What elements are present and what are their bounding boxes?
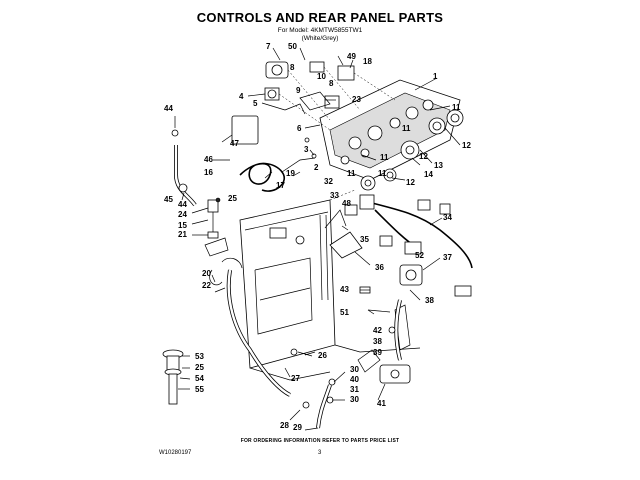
callout-38-b: 38 xyxy=(373,337,382,346)
callout-42: 42 xyxy=(373,326,382,335)
callout-11-b: 11 xyxy=(402,124,411,133)
color-line: (White/Grey) xyxy=(301,35,339,42)
callout-14: 14 xyxy=(424,170,433,179)
callout-48: 48 xyxy=(342,199,351,208)
callout-52: 52 xyxy=(415,251,424,260)
callout-5: 5 xyxy=(253,99,258,108)
callout-38-a: 38 xyxy=(425,296,434,305)
callout-16: 16 xyxy=(204,168,213,177)
rear-panel xyxy=(239,189,421,381)
page-title: CONTROLS AND REAR PANEL PARTS xyxy=(196,10,444,25)
callout-44-a: 44 xyxy=(164,104,173,113)
callout-18: 18 xyxy=(363,57,372,66)
callout-11-a: 11 xyxy=(452,103,461,112)
callout-10: 10 xyxy=(317,72,326,81)
callout-labels: 1 2 3 4 5 6 7 8 8 9 10 11 11 11 11 11 12… xyxy=(164,42,471,432)
callout-11-d: 11 xyxy=(378,169,387,178)
inlet-hoses xyxy=(204,237,291,397)
callout-21: 21 xyxy=(178,230,187,239)
drain-hose xyxy=(290,348,381,429)
callout-19: 19 xyxy=(286,169,295,178)
callout-35: 35 xyxy=(360,235,369,244)
callout-22: 22 xyxy=(202,281,211,290)
callout-32: 32 xyxy=(324,177,333,186)
ordering-note: FOR ORDERING INFORMATION REFER TO PARTS … xyxy=(240,438,400,444)
document-number: W10280197 xyxy=(159,450,192,456)
leader-lines xyxy=(174,47,461,431)
callout-12-c: 12 xyxy=(406,178,415,187)
callout-25-b: 25 xyxy=(195,363,204,372)
callout-6: 6 xyxy=(297,124,302,133)
callout-46: 46 xyxy=(204,155,213,164)
callout-9: 9 xyxy=(296,86,301,95)
callout-27: 27 xyxy=(291,374,300,383)
callout-24: 24 xyxy=(178,210,187,219)
callout-12-a: 12 xyxy=(462,141,471,150)
callout-15: 15 xyxy=(178,221,187,230)
callout-17: 17 xyxy=(276,181,285,190)
callout-26: 26 xyxy=(318,351,327,360)
control-console xyxy=(319,79,461,181)
callout-1: 1 xyxy=(433,72,438,81)
drain-standpipe xyxy=(162,349,184,405)
callout-36: 36 xyxy=(375,263,384,272)
callout-53: 53 xyxy=(195,352,204,361)
knobs xyxy=(360,109,464,191)
callout-45: 45 xyxy=(164,195,173,204)
callout-12-b: 12 xyxy=(419,152,428,161)
left-hose-assembly xyxy=(171,129,219,239)
callout-33: 33 xyxy=(330,191,339,200)
callout-49: 49 xyxy=(347,52,356,61)
callout-11-c: 11 xyxy=(380,153,389,162)
callout-51: 51 xyxy=(340,308,349,317)
page-number: 3 xyxy=(318,450,322,456)
callout-43: 43 xyxy=(340,285,349,294)
callout-37: 37 xyxy=(443,253,452,262)
brackets xyxy=(324,204,363,259)
callout-55: 55 xyxy=(195,385,204,394)
callout-40: 40 xyxy=(350,375,359,384)
callout-54: 54 xyxy=(195,374,204,383)
callout-30-b: 30 xyxy=(350,395,359,404)
callout-50: 50 xyxy=(288,42,297,51)
callout-11-e: 11 xyxy=(347,169,356,178)
callout-41: 41 xyxy=(377,399,386,408)
water-valve-and-pump xyxy=(379,264,423,384)
callout-7: 7 xyxy=(266,42,271,51)
callout-28: 28 xyxy=(280,421,289,430)
main-wire-harness xyxy=(359,194,473,297)
callout-29: 29 xyxy=(293,423,302,432)
console-wire-harness xyxy=(231,115,316,192)
callout-4: 4 xyxy=(239,92,244,101)
callout-31: 31 xyxy=(350,385,359,394)
callout-34: 34 xyxy=(443,213,452,222)
model-line: For Model: 4KMTW5855TW1 xyxy=(277,27,363,34)
callout-13: 13 xyxy=(434,161,443,170)
control-components xyxy=(264,61,396,131)
callout-3: 3 xyxy=(304,145,309,154)
callout-44-b: 44 xyxy=(178,200,187,209)
callout-20: 20 xyxy=(202,269,211,278)
callout-23: 23 xyxy=(352,95,361,104)
callout-30-a: 30 xyxy=(350,365,359,374)
callout-25-a: 25 xyxy=(228,194,237,203)
callout-39: 39 xyxy=(373,348,382,357)
callout-8-top: 8 xyxy=(290,63,295,72)
callout-8-mid: 8 xyxy=(329,79,334,88)
callout-2: 2 xyxy=(314,163,319,172)
callout-47: 47 xyxy=(230,139,239,148)
